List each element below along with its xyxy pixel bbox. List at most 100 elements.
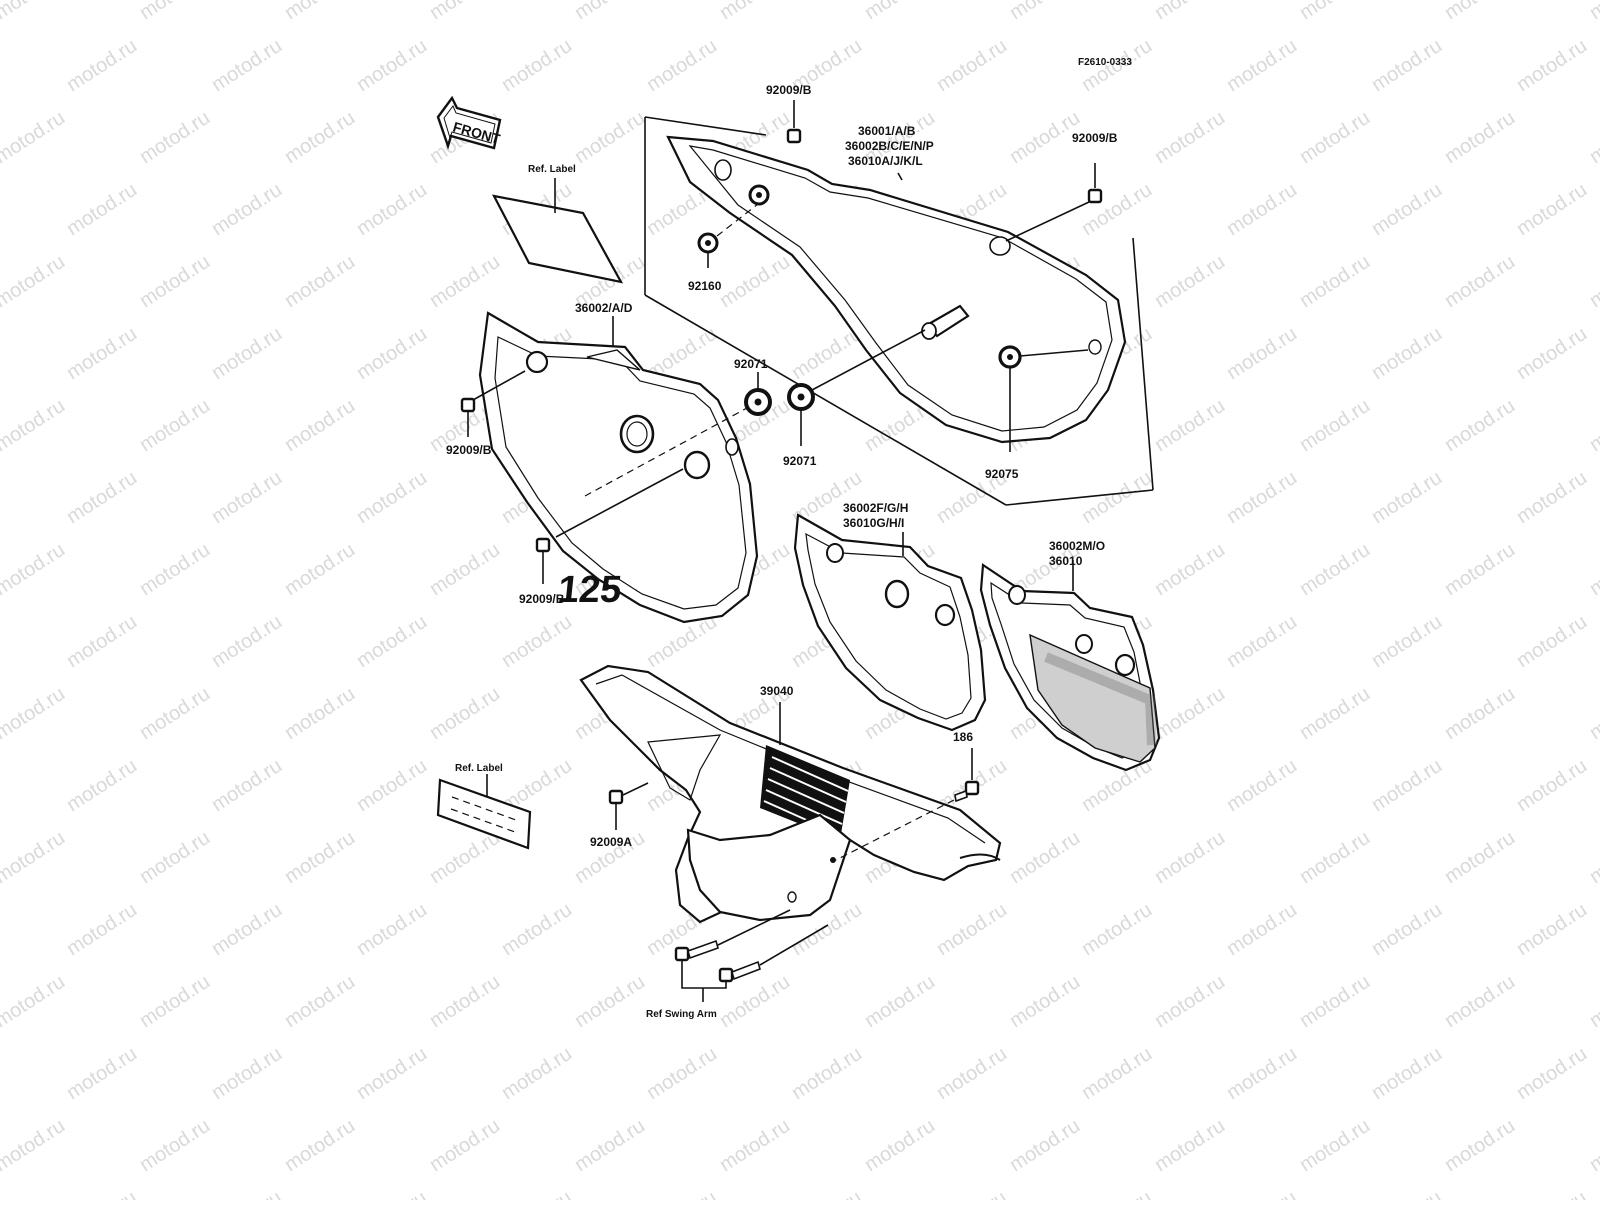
watermark-text: motod.ru <box>1368 179 1446 240</box>
watermark-text: motod.ru <box>716 251 794 312</box>
label-bolt-left-upper: 92009/B <box>446 443 492 457</box>
label-bolt-top-center: 92009/B <box>766 83 812 97</box>
grommet-92160-pair <box>697 184 770 268</box>
watermark-text: motod.ru <box>1223 179 1301 240</box>
watermark-text: motod.ru <box>1586 251 1600 312</box>
watermark-text: motod.ru <box>426 683 504 744</box>
watermark-text: motod.ru <box>281 971 359 1032</box>
watermark-text: motod.ru <box>353 899 431 960</box>
watermark-text: motod.ru <box>1296 0 1374 24</box>
watermark-text: motod.ru <box>1223 1187 1301 1200</box>
watermark-text: motod.ru <box>63 899 141 960</box>
bolt-top-center <box>786 100 802 144</box>
label-cover-right-2: 36002B/C/E/N/P <box>845 139 934 153</box>
grommet-92075 <box>998 345 1089 452</box>
watermark-text: motod.ru <box>0 0 69 24</box>
watermark-text: motod.ru <box>1078 179 1156 240</box>
watermark-text: motod.ru <box>498 1187 576 1200</box>
watermark-text: motod.ru <box>1586 107 1600 168</box>
bolt-186 <box>835 748 980 861</box>
watermark-text: motod.ru <box>426 971 504 1032</box>
watermark-text: motod.ru <box>1006 1115 1084 1176</box>
watermark-text: motod.ru <box>63 1187 141 1200</box>
watermark-text: motod.ru <box>63 467 141 528</box>
watermark-text: motod.ru <box>426 251 504 312</box>
label-grommet-92075: 92075 <box>985 467 1019 481</box>
watermark-text: motod.ru <box>1006 827 1084 888</box>
watermark-text: motod.ru <box>1151 971 1229 1032</box>
watermark-text: motod.ru <box>63 611 141 672</box>
grommet-92071-left <box>744 372 772 416</box>
watermark-text: motod.ru <box>353 1187 431 1200</box>
watermark-text: motod.ru <box>136 971 214 1032</box>
watermark-text: motod.ru <box>571 107 649 168</box>
label-chain-guard: 39040 <box>760 684 794 698</box>
watermark-text: motod.ru <box>1513 467 1591 528</box>
watermark-text: motod.ru <box>1586 827 1600 888</box>
watermark-text: motod.ru <box>281 251 359 312</box>
watermark-text: motod.ru <box>426 539 504 600</box>
label-bolt-186: 186 <box>953 730 973 744</box>
watermark-text: motod.ru <box>1586 539 1600 600</box>
watermark-text: motod.ru <box>1368 899 1446 960</box>
watermark-text: motod.ru <box>281 107 359 168</box>
watermark-text: motod.ru <box>208 179 286 240</box>
watermark-text: motod.ru <box>1296 395 1374 456</box>
watermark-text: motod.ru <box>136 1115 214 1176</box>
watermark-text: motod.ru <box>571 0 649 24</box>
watermark-text: motod.ru <box>1223 323 1301 384</box>
label-cover-mid-2: 36010G/H/I <box>843 516 904 530</box>
part-labels: 92009/B 92009/B 36001/A/B 36002B/C/E/N/P… <box>446 83 1118 1020</box>
watermark-text: motod.ru <box>353 179 431 240</box>
label-cover-right-3: 36010A/J/K/L <box>848 154 923 168</box>
watermark-text: motod.ru <box>1151 251 1229 312</box>
watermark-text: motod.ru <box>0 251 69 312</box>
label-cover-left: 36002/A/D <box>575 301 633 315</box>
watermark-text: motod.ru <box>933 1187 1011 1200</box>
watermark-text: motod.ru <box>1296 827 1374 888</box>
watermark-text: motod.ru <box>281 827 359 888</box>
watermark-text: motod.ru <box>1441 539 1519 600</box>
watermark-text: motod.ru <box>1441 683 1519 744</box>
watermark-text: motod.ru <box>63 35 141 96</box>
label-bolt-left-lower: 92009/B <box>519 592 565 606</box>
watermark-text: motod.ru <box>1368 1043 1446 1104</box>
label-grommet-92160: 92160 <box>688 279 722 293</box>
watermark-text: motod.ru <box>571 1115 649 1176</box>
watermark-text: motod.ru <box>861 1115 939 1176</box>
label-cover-right-1: 36001/A/B <box>858 124 916 138</box>
watermark-text: motod.ru <box>1296 539 1374 600</box>
watermark-text: motod.ru <box>643 1187 721 1200</box>
watermark-text: motod.ru <box>1441 1115 1519 1176</box>
watermark-text: motod.ru <box>933 35 1011 96</box>
watermark-text: motod.ru <box>1513 35 1591 96</box>
watermark-text: motod.ru <box>788 1187 866 1200</box>
watermark-text: motod.ru <box>353 755 431 816</box>
label-bolt-top-right: 92009/B <box>1072 131 1118 145</box>
label-cover-small-1: 36002M/O <box>1049 539 1105 553</box>
exploded-frame-lines <box>644 116 1154 506</box>
watermark-text: motod.ru <box>1368 1187 1446 1200</box>
watermark-text: motod.ru <box>788 1043 866 1104</box>
watermark-text: motod.ru <box>63 179 141 240</box>
watermark-text: motod.ru <box>1513 1187 1591 1200</box>
watermark-text: motod.ru <box>1586 0 1600 24</box>
watermark-text: motod.ru <box>136 683 214 744</box>
watermark-text: motod.ru <box>1368 611 1446 672</box>
watermark-text: motod.ru <box>1151 0 1229 24</box>
watermark-text: motod.ru <box>1223 899 1301 960</box>
watermark-text: motod.ru <box>208 755 286 816</box>
watermark-text: motod.ru <box>208 1043 286 1104</box>
watermark-text: motod.ru <box>1078 467 1156 528</box>
watermark-text: motod.ru <box>208 899 286 960</box>
watermark-text: motod.ru <box>1078 1187 1156 1200</box>
watermark-text: motod.ru <box>1006 971 1084 1032</box>
watermark-text: motod.ru <box>1368 323 1446 384</box>
watermark-text: motod.ru <box>1151 683 1229 744</box>
watermark-text: motod.ru <box>0 539 69 600</box>
watermark-text: motod.ru <box>208 1187 286 1200</box>
watermark-text: motod.ru <box>0 395 69 456</box>
watermark-text: motod.ru <box>1223 611 1301 672</box>
watermark-text: motod.ru <box>1513 179 1591 240</box>
